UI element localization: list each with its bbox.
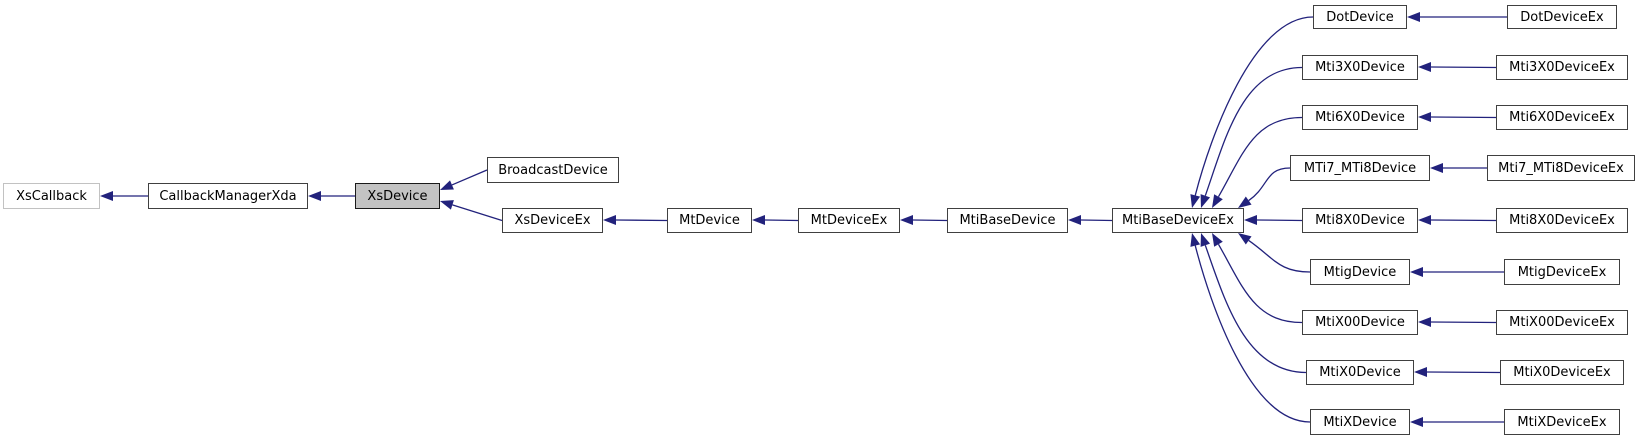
arrowhead-icon bbox=[440, 180, 454, 190]
inheritance-edge-mti8x0device-to-mtibasedeviceex bbox=[1256, 219, 1303, 222]
class-node-mti8x0device[interactable]: Mti8X0Device bbox=[1302, 208, 1418, 233]
inheritance-edge-mtibasedevice-to-mtdeviceex bbox=[912, 219, 948, 222]
arrowhead-icon bbox=[100, 191, 113, 201]
inheritance-edge-mti6x0device-to-mtibasedeviceex bbox=[1217, 116, 1303, 198]
arrowhead-icon bbox=[1190, 194, 1201, 208]
arrowhead-icon bbox=[1410, 417, 1423, 427]
arrowhead-icon bbox=[1410, 267, 1423, 277]
arrowhead-icon bbox=[1418, 317, 1431, 327]
inheritance-edge-mti6x0deviceex-to-mti6x0device bbox=[1430, 116, 1497, 119]
class-node-mti3x0deviceex[interactable]: Mti3X0DeviceEx bbox=[1496, 55, 1628, 80]
arrowhead-icon bbox=[1414, 367, 1427, 377]
inheritance-edge-mtixdevice-to-mtibasedeviceex bbox=[1194, 245, 1311, 423]
inheritance-edge-xsdeviceex-to-xsdevice bbox=[452, 204, 503, 222]
class-node-mtdeviceex[interactable]: MtDeviceEx bbox=[798, 208, 900, 233]
inheritance-edge-mti3x0device-to-mtibasedeviceex bbox=[1204, 66, 1303, 196]
arrowhead-icon bbox=[1418, 112, 1431, 122]
arrowhead-icon bbox=[1418, 215, 1431, 225]
class-node-mtdevice[interactable]: MtDevice bbox=[667, 208, 752, 233]
arrowhead-icon bbox=[1200, 233, 1211, 247]
arrowhead-icon bbox=[1418, 62, 1431, 72]
inheritance-edge-mti7_mti8device-to-mtibasedeviceex bbox=[1248, 167, 1291, 202]
class-node-broadcastdevice[interactable]: BroadcastDevice bbox=[487, 157, 619, 183]
class-node-mti8x0deviceex[interactable]: Mti8X0DeviceEx bbox=[1496, 208, 1628, 233]
class-node-mtix0device[interactable]: MtiX0Device bbox=[1306, 360, 1414, 385]
class-node-dotdeviceex[interactable]: DotDeviceEx bbox=[1507, 5, 1617, 29]
arrowhead-icon bbox=[1244, 215, 1257, 225]
class-node-callbackmanagerxda[interactable]: CallbackManagerXda bbox=[148, 183, 308, 209]
arrowhead-icon bbox=[1200, 194, 1211, 208]
class-node-dotdevice[interactable]: DotDevice bbox=[1313, 5, 1407, 29]
inheritance-edge-mtdevice-to-xsdeviceex bbox=[615, 219, 668, 222]
arrowhead-icon bbox=[1212, 194, 1223, 208]
inheritance-edge-mtix0deviceex-to-mtix0device bbox=[1426, 371, 1501, 374]
arrowhead-icon bbox=[1407, 12, 1420, 22]
class-node-mtix00device[interactable]: MtiX00Device bbox=[1302, 310, 1418, 335]
class-node-xsdeviceex[interactable]: XsDeviceEx bbox=[502, 208, 603, 233]
class-node-mtibasedevice[interactable]: MtiBaseDevice bbox=[947, 208, 1068, 233]
arrowhead-icon bbox=[1212, 233, 1223, 247]
class-node-mtixdeviceex[interactable]: MtiXDeviceEx bbox=[1504, 409, 1620, 435]
arrowhead-icon bbox=[752, 215, 765, 225]
inheritance-edge-mtix00device-to-mtibasedeviceex bbox=[1217, 243, 1303, 324]
arrowhead-icon bbox=[1238, 233, 1252, 245]
arrowhead-icon bbox=[1190, 233, 1201, 247]
class-node-xscallback: XsCallback bbox=[3, 183, 100, 209]
arrowhead-icon bbox=[1430, 163, 1443, 173]
class-node-mtix00deviceex[interactable]: MtiX00DeviceEx bbox=[1496, 310, 1628, 335]
inheritance-edge-dotdevice-to-mtibasedeviceex bbox=[1194, 16, 1314, 196]
class-node-mtigdeviceex[interactable]: MtigDeviceEx bbox=[1504, 259, 1620, 285]
arrowhead-icon bbox=[603, 215, 616, 225]
inheritance-edge-mtix00deviceex-to-mtix00device bbox=[1430, 321, 1497, 324]
inheritance-edge-mti3x0deviceex-to-mti3x0device bbox=[1430, 66, 1497, 69]
class-node-mtix0deviceex[interactable]: MtiX0DeviceEx bbox=[1500, 360, 1624, 385]
inheritance-edge-mtibasedeviceex-to-mtibasedevice bbox=[1080, 219, 1113, 222]
class-node-mti7_mti8deviceex[interactable]: Mti7_MTi8DeviceEx bbox=[1487, 155, 1635, 181]
arrowhead-icon bbox=[308, 191, 321, 201]
inheritance-edge-mtigdevice-to-mtibasedeviceex bbox=[1248, 239, 1311, 273]
class-node-mtibasedeviceex[interactable]: MtiBaseDeviceEx bbox=[1112, 208, 1244, 233]
arrowhead-icon bbox=[1238, 196, 1252, 208]
class-node-mti6x0device[interactable]: Mti6X0Device bbox=[1302, 105, 1418, 130]
arrowhead-icon bbox=[440, 200, 454, 210]
inheritance-edge-broadcastdevice-to-xsdevice bbox=[451, 169, 488, 186]
class-node-xsdevice: XsDevice bbox=[355, 183, 440, 209]
arrowhead-icon bbox=[900, 215, 913, 225]
class-node-mtixdevice[interactable]: MtiXDevice bbox=[1310, 409, 1410, 435]
class-node-mti3x0device[interactable]: Mti3X0Device bbox=[1302, 55, 1418, 80]
arrowhead-icon bbox=[1068, 215, 1081, 225]
inheritance-edge-mtix0device-to-mtibasedeviceex bbox=[1204, 245, 1307, 374]
class-node-mtigdevice[interactable]: MtigDevice bbox=[1310, 259, 1410, 285]
class-node-mti7_mti8device[interactable]: MTi7_MTi8Device bbox=[1290, 155, 1430, 181]
class-node-mti6x0deviceex[interactable]: Mti6X0DeviceEx bbox=[1496, 105, 1628, 130]
inheritance-edge-mti8x0deviceex-to-mti8x0device bbox=[1430, 219, 1497, 222]
inheritance-edge-mtdeviceex-to-mtdevice bbox=[764, 219, 799, 222]
